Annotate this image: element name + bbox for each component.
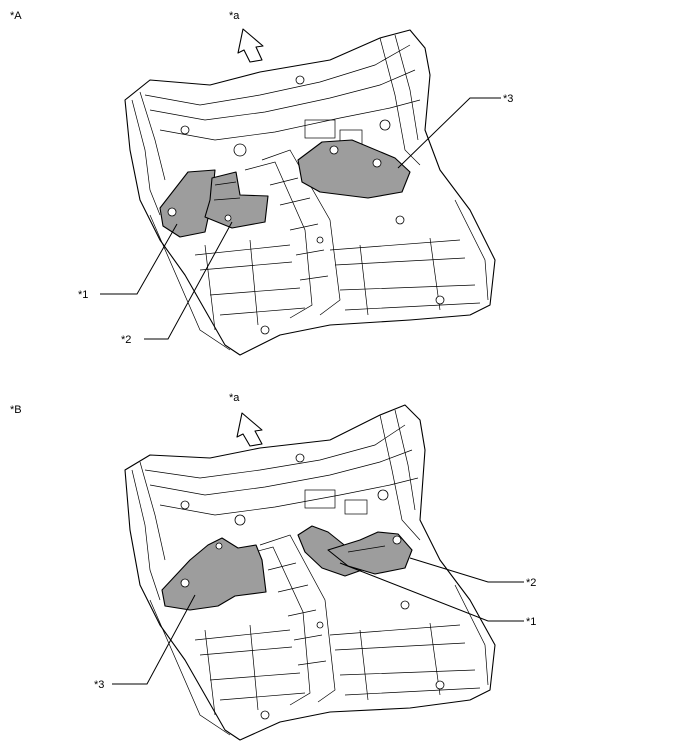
view-b-silencer-right — [327, 531, 413, 575]
view-a-callout-2: *2 — [121, 334, 131, 346]
view-b-callout-3: *3 — [94, 679, 104, 691]
view-b-arrow-label: *a — [229, 392, 240, 404]
view-b-vehicle-floor — [124, 404, 496, 741]
view-b-leader-1 — [339, 562, 524, 622]
view-b-callout-2: *2 — [526, 577, 536, 589]
view-a-front-arrow-icon — [237, 28, 264, 63]
view-b-leader-2 — [409, 557, 524, 583]
view-b-label: *B — [10, 404, 22, 416]
view-b-front-arrow-icon — [236, 412, 263, 447]
view-a-callout-3: *3 — [503, 93, 513, 105]
view-a-vehicle-floor — [124, 29, 496, 356]
view-a-leader-2 — [144, 221, 233, 340]
view-a-arrow-label: *a — [229, 10, 240, 22]
view-b-callout-1: *1 — [526, 616, 536, 628]
view-a-callout-1: *1 — [78, 289, 88, 301]
view-a-leader-3 — [397, 97, 501, 169]
view-b: *B *a — [10, 392, 536, 741]
view-a-label: *A — [10, 10, 22, 22]
view-a-silencer-center — [204, 171, 269, 229]
view-a-leader-1 — [100, 223, 178, 295]
view-a: *A *a — [10, 10, 513, 356]
view-b-leader-3 — [112, 594, 196, 685]
view-b-silencer-left — [161, 537, 267, 611]
view-a-silencer-right — [297, 139, 411, 199]
